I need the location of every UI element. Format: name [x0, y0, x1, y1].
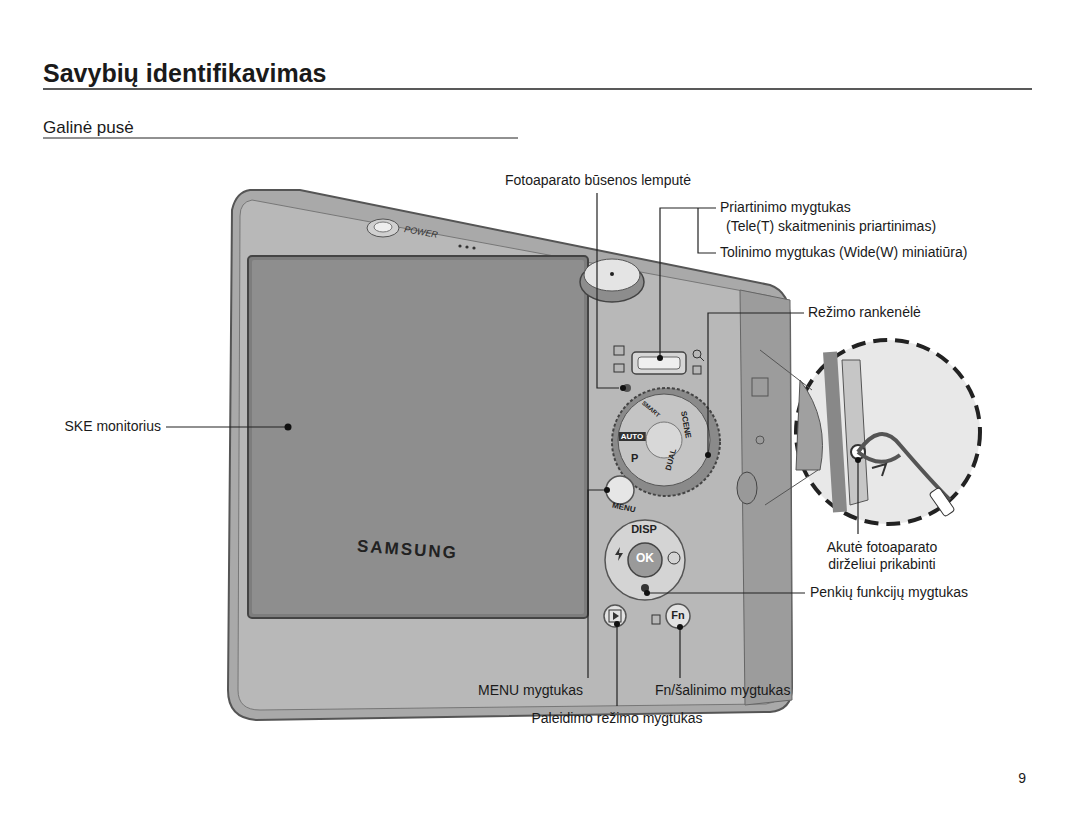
- brand-logo: SAMSUNG: [356, 537, 458, 564]
- callout-label: Paleidimo režimo mygtukas: [531, 710, 702, 726]
- callout-label: MENU mygtukas: [478, 682, 583, 698]
- callout-label: dirželiui prikabinti: [828, 556, 935, 572]
- callout-label: (Tele(T) skaitmeninis priartinimas): [726, 218, 936, 234]
- device-marking: SMART: [640, 400, 661, 419]
- callout-label: Tolinimo mygtukas (Wide(W) miniatiūra): [720, 244, 967, 260]
- callout-label: SKE monitorius: [65, 418, 161, 434]
- page-number: 9: [1018, 770, 1026, 786]
- callout-label: Režimo rankenėlė: [808, 304, 921, 320]
- device-marking: SCENE: [679, 410, 693, 439]
- device-marking: Fn: [671, 609, 684, 622]
- device-marking: MENU: [611, 501, 636, 515]
- callout-label: Fn/šalinimo mygtukas: [655, 682, 790, 698]
- section-heading: Galinė pusė: [43, 118, 134, 138]
- device-marking: POWER: [403, 224, 438, 240]
- device-marking: OK: [636, 552, 654, 566]
- callout-label: Priartinimo mygtukas: [720, 199, 851, 215]
- device-marking: DUAL: [664, 448, 679, 472]
- callout-label: Penkių funkcijų mygtukas: [810, 584, 968, 600]
- device-marking: DISP: [631, 523, 657, 536]
- device-marking: AUTO: [619, 432, 646, 441]
- callout-label: Akutė fotoaparato: [827, 539, 938, 555]
- page-title: Savybių identifikavimas: [43, 59, 326, 88]
- callout-label: Fotoaparato būsenos lemputė: [505, 172, 691, 188]
- device-marking: P: [631, 452, 638, 465]
